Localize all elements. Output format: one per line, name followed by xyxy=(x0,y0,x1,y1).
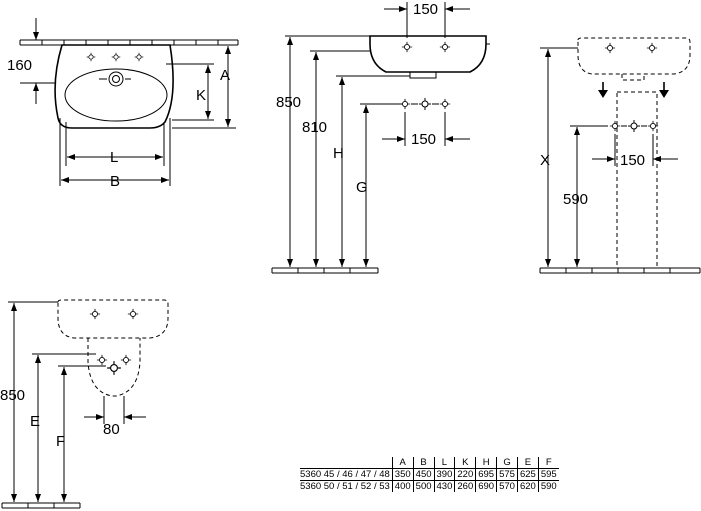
dim-side-top-150: 150 xyxy=(413,1,438,18)
waste-outlet-icon xyxy=(418,97,432,111)
table-row: 5360 45 / 46 / 47 / 48 350 450 390 220 6… xyxy=(300,468,559,481)
dim-half-850: 850 xyxy=(0,387,25,404)
supply-right-icon xyxy=(439,98,451,110)
dim-side-850: 850 xyxy=(276,94,301,111)
table-cell: 695 xyxy=(475,468,497,481)
row-model: 5360 50 / 51 / 52 / 53 xyxy=(300,480,390,492)
dim-x: X xyxy=(540,152,550,169)
col-f: F xyxy=(537,457,559,469)
front-tap-left-icon xyxy=(604,42,616,54)
col-k: K xyxy=(454,457,476,469)
half-pedestal-view: 850 E F 80 xyxy=(0,299,169,509)
table-cell: 400 xyxy=(391,480,414,492)
dim-top-160: 160 xyxy=(7,57,32,74)
dim-80: 80 xyxy=(103,421,120,438)
side-view: 150 850 810 H G xyxy=(271,1,490,274)
col-e: E xyxy=(516,457,539,469)
tap-hole-left-icon xyxy=(86,52,96,62)
table-cell: 260 xyxy=(454,480,476,492)
dim-a: A xyxy=(220,67,230,84)
col-b: B xyxy=(412,457,435,469)
table-cell: 690 xyxy=(475,480,497,492)
supply-left-icon xyxy=(399,98,411,110)
side-tap-left-icon xyxy=(401,41,413,53)
table-header-row: A B L K H G E F xyxy=(300,457,559,469)
table-cell: 620 xyxy=(516,480,539,492)
table-cell: 595 xyxy=(537,468,559,481)
table-row: 5360 50 / 51 / 52 / 53 400 500 430 260 6… xyxy=(300,480,559,492)
side-tap-right-icon xyxy=(439,41,451,53)
dim-590: 590 xyxy=(563,191,588,208)
dim-k: K xyxy=(196,87,206,104)
col-g: G xyxy=(496,457,518,469)
dim-e: E xyxy=(30,413,40,430)
dim-front-150: 150 xyxy=(620,152,645,169)
col-h: H xyxy=(475,457,497,469)
dimension-table: A B L K H G E F 5360 45 / 46 / 47 / 48 3… xyxy=(300,457,559,492)
tap-hole-center-icon xyxy=(111,52,121,62)
half-tap-left-icon xyxy=(89,308,101,320)
dim-l: L xyxy=(110,149,118,166)
table-cell: 500 xyxy=(412,480,435,492)
table-cell: 450 xyxy=(412,468,435,481)
table-cell: 625 xyxy=(516,468,539,481)
dim-side-bottom-150: 150 xyxy=(411,131,436,148)
table-cell: 590 xyxy=(537,480,559,492)
half-supply-left-icon xyxy=(96,354,108,366)
table-cell: 220 xyxy=(454,468,476,481)
dim-b: B xyxy=(110,173,120,190)
col-a: A xyxy=(391,457,414,469)
col-l: L xyxy=(433,457,455,469)
row-model: 5360 45 / 46 / 47 / 48 xyxy=(300,468,393,481)
table-cell: 575 xyxy=(496,468,518,481)
top-view: 160 A K L B xyxy=(7,18,239,190)
half-waste-icon xyxy=(106,360,122,376)
dim-f: F xyxy=(56,433,65,450)
front-pedestal-view: X 590 150 xyxy=(539,37,701,274)
tap-hole-right-icon xyxy=(134,52,144,62)
pedestal-waste-icon xyxy=(627,119,641,133)
table-cell: 570 xyxy=(496,480,518,492)
table-cell: 430 xyxy=(433,480,455,492)
front-tap-right-icon xyxy=(646,42,658,54)
half-tap-right-icon xyxy=(127,308,139,320)
dim-h: H xyxy=(333,145,344,162)
arrow-down-left-icon xyxy=(598,90,608,98)
dim-g: G xyxy=(356,179,368,196)
pedestal-supply-left-icon xyxy=(609,120,621,132)
dim-side-810: 810 xyxy=(302,119,327,136)
table-cell: 390 xyxy=(433,468,455,481)
half-supply-right-icon xyxy=(120,354,132,366)
table-cell: 350 xyxy=(391,468,414,481)
arrow-down-right-icon xyxy=(659,90,669,98)
